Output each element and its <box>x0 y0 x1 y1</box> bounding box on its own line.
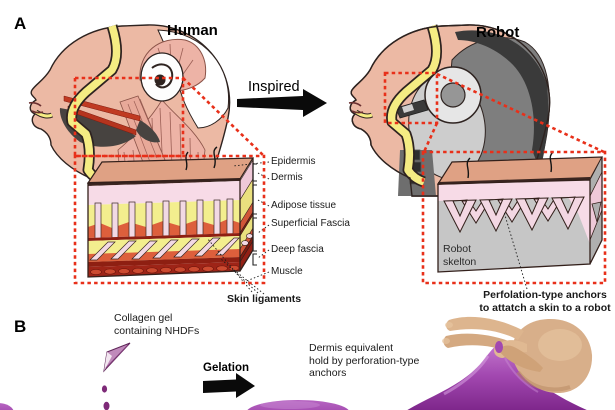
layer-label-adipose: Adipose tissue <box>271 200 337 211</box>
skin-ligaments-label: Skin ligaments <box>227 293 302 305</box>
layer-label-muscle: Muscle <box>271 266 303 277</box>
robot-title: Robot <box>476 24 520 41</box>
layer-brackets <box>252 163 257 266</box>
zoom-connector-human <box>182 77 265 157</box>
layer-label-superficial-fascia: Superficial Fascia <box>271 218 350 229</box>
fascia-tubes <box>89 237 240 261</box>
dermis-equivalent-caption: Dermis equivalent hold by perforation-ty… <box>309 342 419 380</box>
robot-skeleton-label-line2: skelton <box>443 256 477 268</box>
robot-head-illustration <box>348 24 551 197</box>
zoom-region-outlines <box>73 71 607 285</box>
inspired-arrow <box>237 89 327 117</box>
layer-label-epidermis: Epidermis <box>271 156 316 167</box>
stretched-dermis-gel <box>407 344 587 410</box>
perforation-anchors <box>443 196 585 234</box>
zoom-outline-human-small <box>73 76 185 158</box>
robot-skull-dark <box>455 30 549 171</box>
robot-skin-block <box>436 151 604 273</box>
layer-label-deep-fascia: Deep fascia <box>271 244 324 255</box>
muscle-fibers <box>90 265 240 275</box>
robot-block-side-face <box>589 156 603 265</box>
collagen-droplets <box>101 385 110 410</box>
lips-detail <box>28 101 44 114</box>
gel-sliver-left <box>0 403 14 410</box>
collagen-caption-line1: Collagen gel <box>114 312 173 324</box>
robot-skeleton-label-line1: Robot <box>443 243 472 255</box>
pipette-tip-icon <box>103 342 131 373</box>
skin-ligament-pillars <box>94 198 234 240</box>
dermis-caption-line2: hold by perforation-type <box>309 354 420 367</box>
layer-label-dermis: Dermis <box>271 172 303 183</box>
anchors-caption-line2: to attatch a skin to a robot <box>479 301 611 314</box>
collagen-caption-line2: containing NHDFs <box>114 324 200 337</box>
anchors-caption: Perfolation-type anchors to attatch a sk… <box>475 289 615 314</box>
deep-tissue-shadow <box>59 108 160 147</box>
gelation-label: Gelation <box>203 362 250 374</box>
zoom-outline-robot-large <box>421 150 607 285</box>
skin-hairs <box>185 146 218 171</box>
dermis-caption-line1: Dermis equivalent <box>309 342 394 354</box>
flat-dermis-gel <box>247 400 349 410</box>
robot-cheek-actuator <box>395 99 429 119</box>
inspired-label: Inspired <box>248 79 300 95</box>
robot-lips-detail <box>348 101 364 114</box>
panel-b-label: B <box>14 317 27 336</box>
dermis-caption-line3: anchors <box>309 367 347 379</box>
anchors-caption-line1: Perfolation-type anchors <box>483 289 607 301</box>
gelation-arrow <box>203 373 255 398</box>
human-skin-block <box>86 146 255 278</box>
robot-ear-ring <box>424 66 482 124</box>
zoom-connector-robot-left <box>422 122 439 153</box>
panel-a-label: A <box>14 14 27 33</box>
human-title: Human <box>167 22 218 39</box>
zoom-outline-human-large <box>73 154 266 285</box>
pinched-gel-tip <box>495 341 503 353</box>
collagen-caption: Collagen gel containing NHDFs <box>114 312 199 337</box>
zoom-outline-robot-small <box>383 71 439 125</box>
robot-skin-hairs <box>466 151 554 179</box>
hand-illustration <box>442 316 593 394</box>
